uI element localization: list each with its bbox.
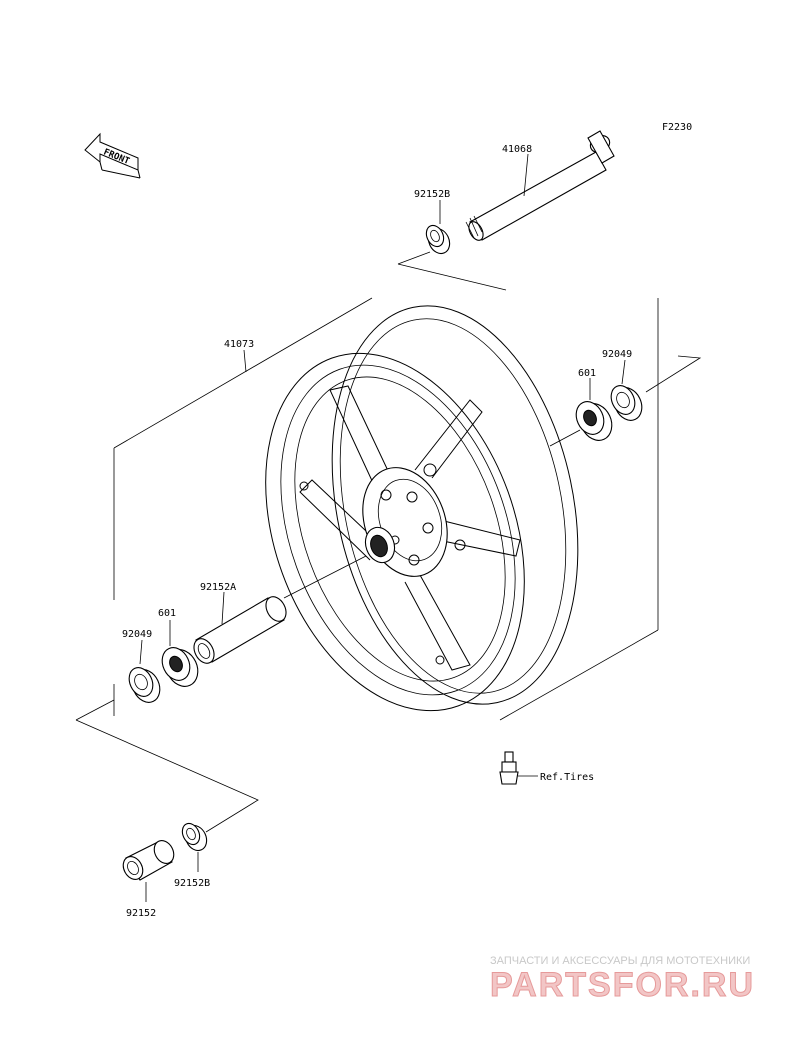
label-seal-right: 92049: [602, 349, 632, 360]
valve-icon: [499, 751, 519, 785]
front-arrow-label: FRONT: [102, 148, 131, 168]
axle-part: [465, 130, 615, 241]
front-arrow-icon: FRONT: [84, 132, 141, 179]
seal-right-part: [610, 385, 643, 421]
label-axle: 41068: [502, 144, 532, 155]
bearing-right-part: [575, 401, 613, 441]
collar-top-part: [425, 224, 451, 255]
label-wheel: 41073: [224, 339, 254, 350]
label-spacer: 92152A: [200, 582, 236, 593]
label-collar-top: 92152B: [414, 189, 450, 200]
watermark-tagline: ЗАПЧАСТИ И АКСЕССУАРЫ ДЛЯ МОТОТЕХНИКИ: [490, 955, 750, 967]
label-bearing-left: 601: [158, 608, 176, 619]
label-seal-left: 92049: [122, 629, 152, 640]
bearing-left-part: [161, 647, 199, 687]
watermark-brand: PARTSFOR.RU: [490, 966, 755, 1004]
wheel-part: [265, 305, 579, 712]
seal-left-part: [128, 667, 161, 703]
label-collar-bottom-right: 92152B: [174, 878, 210, 889]
diagram-code: F2230: [662, 122, 692, 133]
collar-bottom-right-part: [181, 822, 208, 852]
spacer-part: [193, 596, 287, 664]
label-bearing-right: 601: [578, 368, 596, 379]
label-collar-bottom-left: 92152: [126, 908, 156, 919]
valve-ref-label: Ref.Tires: [540, 772, 594, 783]
collar-bottom-left-part: [122, 840, 175, 881]
